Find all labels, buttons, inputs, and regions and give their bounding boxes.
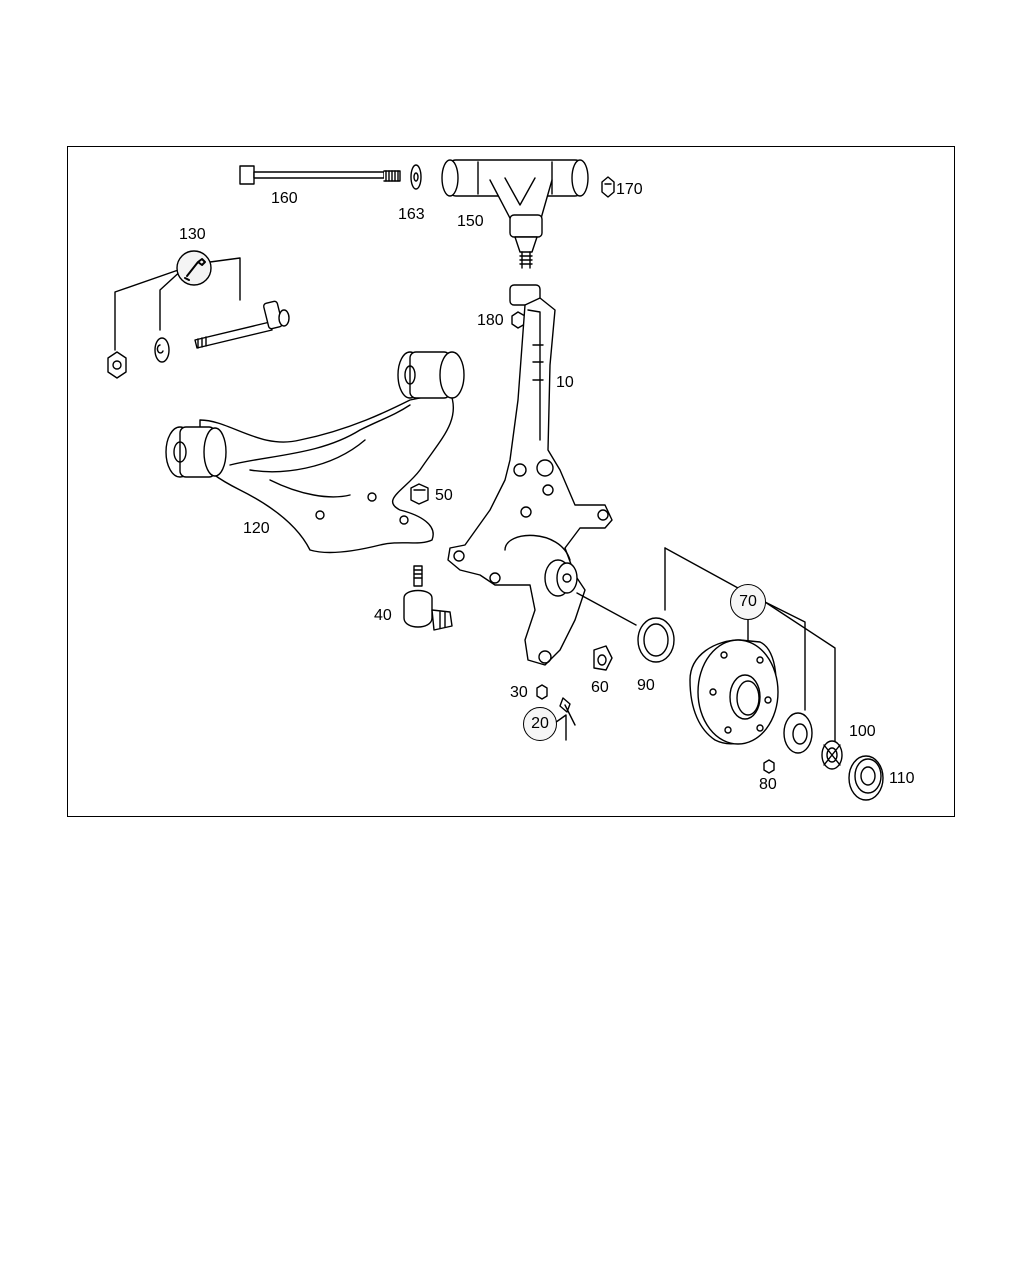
bushing-60-part bbox=[593, 645, 613, 671]
label-40: 40 bbox=[374, 607, 392, 624]
label-160: 160 bbox=[271, 190, 298, 207]
label-130: 130 bbox=[179, 226, 206, 243]
label-180: 180 bbox=[477, 312, 504, 329]
label-170: 170 bbox=[616, 181, 643, 198]
axle-nut-100-part bbox=[821, 740, 843, 770]
label-70-circle: 70 bbox=[730, 584, 766, 620]
label-150: 150 bbox=[457, 213, 484, 230]
hub-70-group-lines bbox=[664, 547, 836, 746]
label-80: 80 bbox=[759, 776, 777, 793]
label-60: 60 bbox=[591, 679, 609, 696]
label-163: 163 bbox=[398, 206, 425, 223]
label-100: 100 bbox=[849, 723, 876, 740]
nut-170-part bbox=[601, 176, 615, 198]
label-10: 10 bbox=[556, 374, 574, 391]
label-120: 120 bbox=[243, 520, 270, 537]
knuckle-10-part bbox=[447, 284, 613, 666]
washer-163-part bbox=[410, 164, 422, 190]
label-110: 110 bbox=[889, 770, 915, 787]
label-20-circle: 20 bbox=[523, 707, 557, 741]
label-90: 90 bbox=[637, 677, 655, 694]
diagram-frame bbox=[67, 146, 955, 817]
label-50: 50 bbox=[435, 487, 453, 504]
nut-50-part bbox=[410, 483, 429, 505]
kit-130-group bbox=[107, 250, 290, 379]
lower-arm-120-part bbox=[165, 351, 465, 554]
wheel-hub-70-part bbox=[689, 639, 779, 745]
label-30: 30 bbox=[510, 684, 528, 701]
bolt-160-part bbox=[239, 165, 401, 185]
upper-arm-150-part bbox=[441, 159, 589, 269]
bearing-part bbox=[783, 712, 813, 754]
ball-joint-40-part bbox=[403, 565, 453, 631]
seal-90-part bbox=[576, 592, 675, 663]
cap-110-part bbox=[848, 755, 884, 801]
bolt-80-part bbox=[763, 759, 775, 774]
